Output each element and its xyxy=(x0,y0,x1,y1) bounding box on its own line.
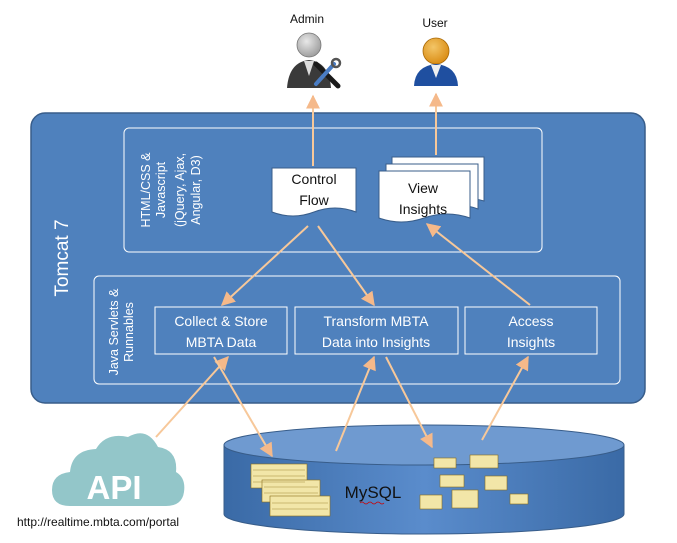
user-label: User xyxy=(422,16,447,30)
arrow-controlflow-to-collect xyxy=(220,225,309,306)
control-flow-box: Control Flow xyxy=(271,167,357,217)
api-label: API xyxy=(86,469,141,506)
svg-text:Runnables: Runnables xyxy=(122,302,136,362)
arrow-mysql-to-access xyxy=(481,355,529,441)
arrow-api-to-collect xyxy=(155,355,229,438)
api-url: http://realtime.mbta.com/portal xyxy=(17,515,179,529)
svg-text:HTML/CSS &: HTML/CSS & xyxy=(139,152,153,228)
svg-text:Data into Insights: Data into Insights xyxy=(322,334,430,350)
arrow-controlflow-to-transform xyxy=(317,225,375,307)
backend-label: Java Servlets & Runnables xyxy=(107,288,136,376)
arrow-mysql-to-transform xyxy=(335,355,376,452)
admin-tools-icon xyxy=(287,32,342,89)
svg-text:(jQuery, Ajax,: (jQuery, Ajax, xyxy=(173,153,187,227)
arrow-collect-to-mysql xyxy=(213,356,273,458)
mysql-label: MySQL xyxy=(345,483,402,502)
user-icon xyxy=(414,37,458,86)
frontend-label: HTML/CSS & Javascript (jQuery, Ajax, Ang… xyxy=(139,152,203,228)
database-cylinder-icon xyxy=(223,424,625,535)
view-insights-box: View Insights xyxy=(378,156,485,223)
collect-store-box: Collect & Store MBTA Data xyxy=(154,306,288,355)
tomcat-label: Tomcat 7 xyxy=(52,219,73,296)
svg-text:Access: Access xyxy=(508,313,553,329)
svg-text:Javascript: Javascript xyxy=(154,161,168,218)
admin-label: Admin xyxy=(290,12,324,26)
svg-text:Angular, D3): Angular, D3) xyxy=(189,155,203,224)
transform-box: Transform MBTA Data into Insights xyxy=(294,306,459,355)
mysql-spellcheck-underline xyxy=(359,501,385,505)
svg-text:Control: Control xyxy=(291,171,336,187)
svg-text:Collect & Store: Collect & Store xyxy=(174,313,268,329)
arrow-transform-to-mysql xyxy=(385,356,433,449)
svg-text:Transform MBTA: Transform MBTA xyxy=(323,313,429,329)
svg-text:Insights: Insights xyxy=(399,201,447,217)
svg-text:MBTA Data: MBTA Data xyxy=(186,334,257,350)
svg-text:Flow: Flow xyxy=(299,192,329,208)
svg-text:Insights: Insights xyxy=(507,334,555,350)
arrow-access-to-view xyxy=(425,223,531,306)
svg-text:Java Servlets &: Java Servlets & xyxy=(107,288,121,376)
cloud-icon xyxy=(52,433,185,506)
svg-text:View: View xyxy=(408,180,439,196)
access-insights-box: Access Insights xyxy=(464,306,598,355)
